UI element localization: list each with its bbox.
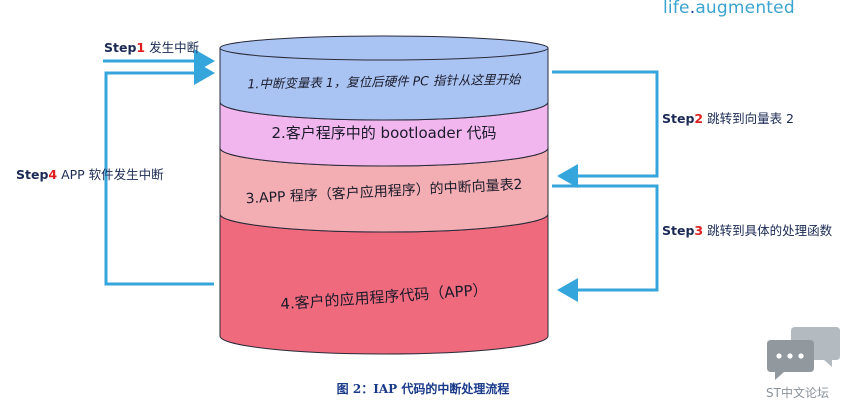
cylinder-top	[219, 35, 549, 61]
step4-label: Step4 APP 软件发生中断	[16, 167, 164, 182]
step1-label: Step1 发生中断	[104, 40, 200, 55]
layer-app-code	[219, 213, 549, 355]
brand-logo: life.augmented	[663, 0, 795, 18]
step4-arrow	[104, 61, 215, 286]
layer-2-label: 2.客户程序中的 bootloader 代码	[271, 124, 496, 142]
step3-label: Step3 跳转到具体的处理函数	[662, 223, 833, 238]
chat-bubble-icon	[767, 327, 840, 380]
figure-caption: 图 2：IAP 代码的中断处理流程	[336, 382, 510, 396]
step2-label: Step2 跳转到向量表 2	[662, 111, 795, 126]
flow-arrows	[103, 49, 659, 302]
layer-1-label: 1.中断变量表 1，复位后硬件 PC 指针从这里开始	[247, 72, 522, 92]
layer-vector-table-1	[219, 47, 549, 121]
step2-arrow	[552, 70, 659, 188]
cylinder	[219, 35, 549, 355]
watermark-text: ST中文论坛	[766, 386, 829, 400]
step3-arrow	[552, 184, 659, 302]
